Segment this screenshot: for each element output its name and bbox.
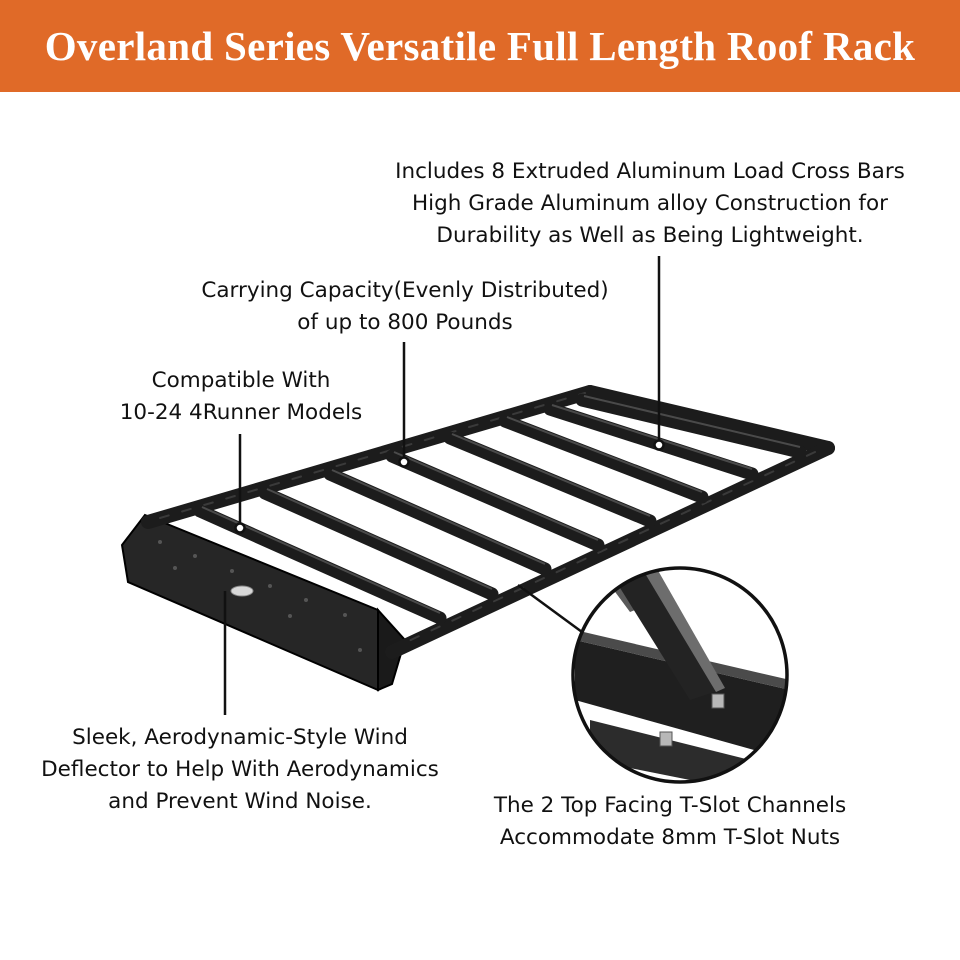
- crossbars-callout: Includes 8 Extruded Aluminum Load Cross …: [360, 156, 940, 252]
- callout-line: and Prevent Wind Noise.: [108, 789, 372, 814]
- callout-line: High Grade Aluminum alloy Construction f…: [411, 191, 888, 216]
- callout-line: Sleek, Aerodynamic-Style Wind: [72, 725, 408, 750]
- callout-line: Durability as Well as Being Lightweight.: [436, 223, 864, 248]
- tslot-callout: The 2 Top Facing T-Slot Channels Accommo…: [460, 790, 880, 854]
- callout-line: Compatible With: [151, 368, 331, 393]
- banner-title: Overland Series Versatile Full Length Ro…: [44, 23, 916, 69]
- callout-line: Includes 8 Extruded Aluminum Load Cross …: [395, 159, 905, 184]
- wind-deflector: [120, 513, 407, 692]
- leader-lines: [223, 256, 661, 715]
- callout-line: The 2 Top Facing T-Slot Channels: [493, 793, 847, 818]
- rack-frame: [141, 385, 835, 659]
- callout-line: 10-24 4Runner Models: [119, 400, 363, 425]
- logo-badge: [230, 585, 254, 597]
- deflector-callout: Sleek, Aerodynamic-Style Wind Deflector …: [20, 722, 460, 818]
- compatible-callout: Compatible With 10-24 4Runner Models: [96, 365, 386, 429]
- callout-line: Carrying Capacity(Evenly Distributed): [201, 278, 609, 303]
- callout-line: Deflector to Help With Aerodynamics: [41, 757, 439, 782]
- leader-dots: [234, 439, 665, 534]
- callout-line: of up to 800 Pounds: [297, 310, 513, 335]
- capacity-callout: Carrying Capacity(Evenly Distributed) of…: [160, 275, 650, 339]
- t-slot-detail-zoom: [571, 566, 789, 784]
- callout-line: Accommodate 8mm T-Slot Nuts: [499, 825, 841, 850]
- title-banner: Overland Series Versatile Full Length Ro…: [0, 0, 960, 92]
